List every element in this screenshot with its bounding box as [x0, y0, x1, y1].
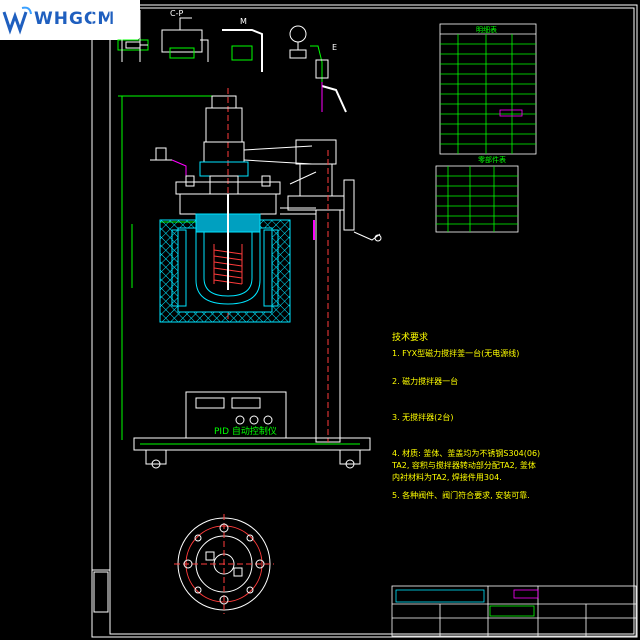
parts-list-title: 明细表 [476, 25, 497, 34]
detail-view-c: M [222, 17, 263, 72]
base-frame [133, 437, 371, 469]
components-table-title: 零部件表 [478, 155, 506, 164]
support-column [313, 150, 382, 443]
company-logo: WHGCM [0, 0, 140, 40]
parts-list-table-top [439, 23, 537, 155]
detail-view-b: C-P [161, 9, 209, 62]
tech-requirement-line: 5. 各种阀件、阀门符合要求, 安装可靠. [392, 490, 530, 500]
parts-list-table-middle [435, 165, 519, 233]
magnetic-drive-assembly [199, 95, 249, 195]
tech-requirements-title: 技术要求 [392, 331, 428, 343]
drawing-border [91, 4, 638, 638]
drawing-inner-border [109, 7, 635, 635]
tech-requirement-line: 内衬材料为TA2, 焊接件用304. [392, 472, 502, 482]
left-strip-box [93, 571, 109, 613]
logo-text: WHGCM [34, 9, 116, 29]
lid-plan-view [174, 514, 274, 614]
detail-view-a [117, 10, 149, 62]
detail-label-c: E [332, 43, 337, 52]
tie-arm [280, 171, 317, 215]
control-panel-label: PID 自动控制仪 [214, 425, 277, 437]
tech-requirement-line: 1. FYX型磁力搅拌釜一台(无电源线) [392, 348, 519, 358]
tech-requirements-lines: 1. FYX型磁力搅拌釜一台(无电源线) 2. 磁力搅拌器一台 3. 无搅拌器(… [391, 348, 540, 500]
tech-requirement-line: TA2, 容积与搅拌器转动部分配TA2, 釜体 [391, 460, 536, 470]
detail-view-pressure-gauge: E [289, 25, 347, 113]
belt-drive [243, 139, 345, 211]
inlet-valve [150, 147, 187, 186]
tech-requirement-line: 4. 材质: 釜体、釜盖均为不锈钢S304(06) [392, 448, 540, 458]
logo-mark-icon [2, 6, 32, 35]
title-block [391, 585, 637, 637]
detail-label-b: M [240, 17, 247, 26]
tech-requirement-line: 3. 无搅拌器(2台) [392, 412, 454, 422]
detail-label-a: C-P [170, 9, 183, 18]
heating-jacket [159, 219, 291, 323]
tech-requirement-line: 2. 磁力搅拌器一台 [392, 376, 458, 386]
